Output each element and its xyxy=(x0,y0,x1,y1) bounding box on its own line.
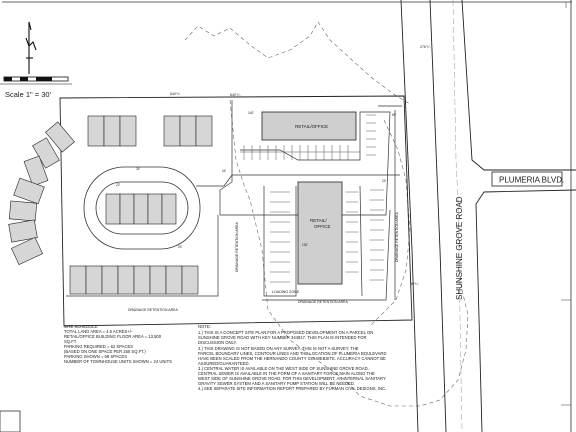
townhouses-south xyxy=(69,265,199,295)
svg-text:ASSURED/GUARANTEED.: ASSURED/GUARANTEED. xyxy=(198,361,250,366)
svg-text:2.) THIS DRAWING IS NOT BASED: 2.) THIS DRAWING IS NOT BASED ON ANY SUR… xyxy=(198,346,359,351)
dimension-labels: 140' 60' 130' 24' 24' 24' 22' 24' xyxy=(116,111,397,249)
drainage-label-center: DRAINAGE RETENTION AREA xyxy=(235,222,239,272)
parking-stalls-east xyxy=(366,114,384,281)
svg-text:PARCEL BOUNDARY LINES, CONTOUR: PARCEL BOUNDARY LINES, CONTOUR LINES AND… xyxy=(198,351,386,356)
right-sheet-edge-marks xyxy=(561,2,571,406)
svg-text:HAVE BEEN SCALED FROM THE HERN: HAVE BEEN SCALED FROM THE HERNANDO COUNT… xyxy=(198,356,386,361)
svg-text:24': 24' xyxy=(178,245,183,249)
sunshine-grove-road-label: SHUNSHINE GROVE ROAD xyxy=(455,196,464,300)
svg-text:3.) CENTRAL WATER IS AVAILABLE: 3.) CENTRAL WATER IS AVAILABLE ON THE WE… xyxy=(198,366,369,371)
drainage-label-south-2: DRAINAGE RETENTION AREA xyxy=(128,308,178,312)
svg-text:RETAIL/: RETAIL/ xyxy=(310,218,327,223)
contour-lines xyxy=(184,21,469,407)
svg-text:24': 24' xyxy=(136,167,141,171)
drainage-label-south-1: DRAINAGE RETENTION AREA xyxy=(298,300,348,304)
contour-labels: 640'+/- 640'+/- 276'+/- 30'+/- xyxy=(170,45,432,286)
parking-stalls-north xyxy=(240,145,360,160)
svg-text:WEST SIDE OF SUNSHINE GROVE RO: WEST SIDE OF SUNSHINE GROVE ROAD. FOR TH… xyxy=(198,376,386,381)
svg-text:140': 140' xyxy=(248,111,254,115)
townhouses-north xyxy=(87,115,213,147)
svg-text:CENTRAL SEWER IS AVAILABLE IN: CENTRAL SEWER IS AVAILABLE IN THE FORM O… xyxy=(198,371,375,376)
svg-text:60': 60' xyxy=(392,113,397,117)
svg-text:RETAIL/OFFICE BUILDING FLOOR A: RETAIL/OFFICE BUILDING FLOOR AREA = 13,5… xyxy=(64,334,162,339)
svg-text:276'+/-: 276'+/- xyxy=(420,45,432,49)
townhouses-island xyxy=(105,193,177,225)
svg-text:NUMBER OF TOWNHOUSE UNITS SHOW: NUMBER OF TOWNHOUSE UNITS SHOWN = 24 UNI… xyxy=(64,359,172,364)
property-boundary xyxy=(59,95,413,327)
svg-text:NOTE:: NOTE: xyxy=(198,324,211,329)
retail-office-building-north: RETAIL/OFFICE xyxy=(261,111,357,141)
svg-text:640'+/-: 640'+/- xyxy=(230,93,242,97)
parking-stalls-center xyxy=(270,191,358,283)
svg-text:GRAVITY SEWER SYSTEM AND A SAN: GRAVITY SEWER SYSTEM AND A SANITARY PUMP… xyxy=(198,381,355,386)
retail-office-building-south: RETAIL/ OFFICE xyxy=(297,181,343,285)
svg-text:130': 130' xyxy=(302,243,308,247)
svg-text:30'+/-: 30'+/- xyxy=(410,282,420,286)
svg-text:24': 24' xyxy=(382,179,387,183)
svg-text:(BASED ON ONE SPACE PER 250 SQ: (BASED ON ONE SPACE PER 250 SQ.FT.) xyxy=(64,349,146,354)
notes-block: NOTE: 1.) THIS IS A CONCEPT SITE PLAN FO… xyxy=(198,324,386,391)
svg-text:SITE SCHEDULE:: SITE SCHEDULE: xyxy=(64,324,98,329)
svg-text:SUNSHINE GROVE ROAD WITH KEY N: SUNSHINE GROVE ROAD WITH KEY NUMBER 3448… xyxy=(198,335,367,340)
svg-text:22': 22' xyxy=(116,183,121,187)
scale-label: Scale 1" = 30' xyxy=(5,90,52,99)
sunshine-grove-road xyxy=(400,0,576,432)
svg-text:SQ.FT.: SQ.FT. xyxy=(64,339,77,344)
svg-text:DISCUSSION ONLY.: DISCUSSION ONLY. xyxy=(198,340,237,345)
plumeria-blvd-label-box: PLUMERIA BLVD. xyxy=(491,171,564,187)
svg-text:PARKING REQUIRED = 62 SPACES: PARKING REQUIRED = 62 SPACES xyxy=(64,344,133,349)
townhouses-west xyxy=(8,121,75,266)
svg-text:4.) SEE SEPARATE SITE INFORMAT: 4.) SEE SEPARATE SITE INFORMATION REPORT… xyxy=(198,386,386,391)
svg-text:RETAIL/OFFICE: RETAIL/OFFICE xyxy=(295,124,328,129)
svg-text:24': 24' xyxy=(222,169,227,173)
svg-text:OFFICE: OFFICE xyxy=(314,224,331,229)
internal-drives xyxy=(66,100,402,301)
svg-text:TOTAL LAND AREA = 4.6 ACRES+/-: TOTAL LAND AREA = 4.6 ACRES+/- xyxy=(64,329,133,334)
plumeria-blvd-label: PLUMERIA BLVD. xyxy=(499,176,564,185)
scale-bar xyxy=(0,76,72,85)
svg-text:1.) THIS IS A CONCEPT SITE PLA: 1.) THIS IS A CONCEPT SITE PLAN FOR A PR… xyxy=(198,330,373,335)
svg-text:PARKING SHOWN = 68 SPACES: PARKING SHOWN = 68 SPACES xyxy=(64,354,127,359)
drainage-label-east: DRAINAGE RETENTION AREA xyxy=(395,212,399,262)
townhouse-loop xyxy=(83,166,201,250)
north-arrow xyxy=(25,21,37,74)
loading-zone-label: LOADING ZONE xyxy=(272,290,300,294)
svg-text:640'+/-: 640'+/- xyxy=(170,92,182,96)
site-schedule: SITE SCHEDULE: TOTAL LAND AREA = 4.6 ACR… xyxy=(64,324,172,364)
